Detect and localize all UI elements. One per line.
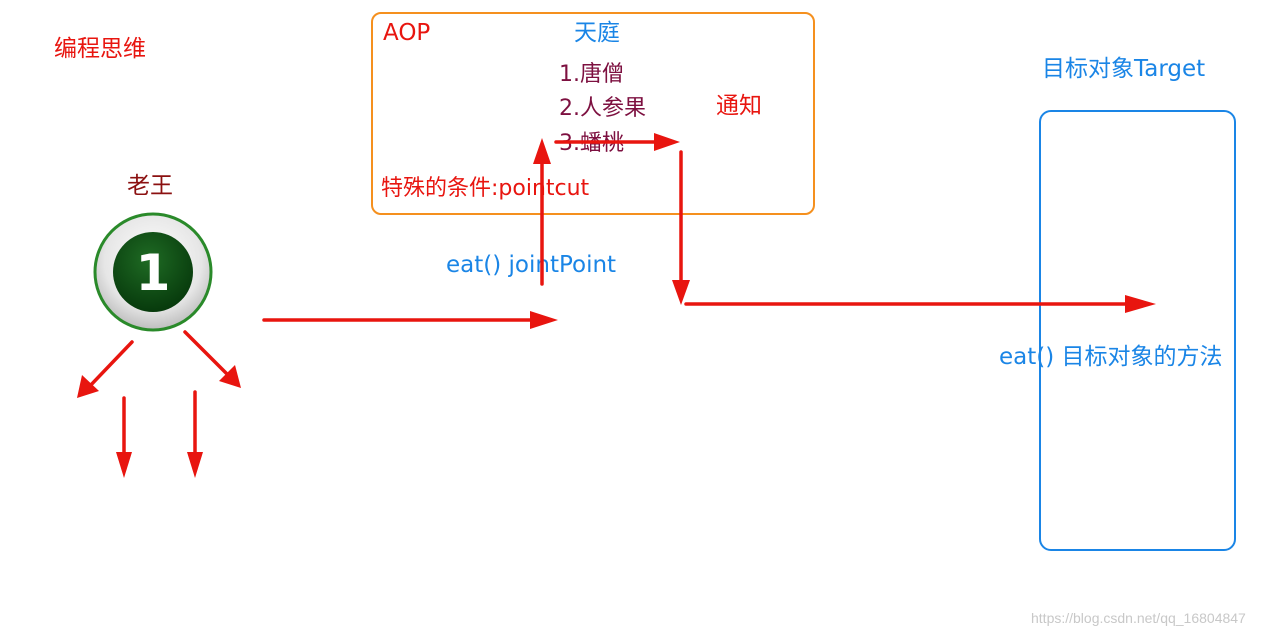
- arrow-to-advice: [554, 133, 680, 151]
- aop-item-2: 2.人参果: [559, 96, 646, 121]
- arrow-down-right: [183, 330, 241, 388]
- heaven-label: 天庭: [574, 20, 620, 46]
- actor-label: 老王: [127, 173, 173, 199]
- arrow-up-into-aop: [533, 138, 551, 286]
- target-label: 目标对象Target: [1042, 56, 1206, 82]
- watermark: https://blog.csdn.net/qq_16804847: [1031, 610, 1246, 626]
- aop-label: AOP: [383, 20, 431, 46]
- pointcut-label: 特殊的条件:pointcut: [381, 176, 590, 201]
- arrow-down-left: [77, 340, 134, 398]
- diagram-title: 编程思维: [54, 36, 146, 62]
- arrow-down-out-of-aop: [672, 150, 690, 305]
- target-method-label: eat() 目标对象的方法: [999, 344, 1223, 370]
- advice-label: 通知: [716, 93, 762, 119]
- arrow-to-joinpoint: [262, 311, 558, 329]
- target-box: [1039, 110, 1236, 551]
- arrow-down-1: [116, 396, 132, 478]
- actor-badge-icon: 1: [93, 212, 213, 332]
- actor-badge-number: 1: [136, 244, 171, 302]
- arrow-to-target: [684, 295, 1156, 313]
- join-point-label: eat() jointPoint: [446, 252, 617, 278]
- aop-box: [371, 12, 815, 215]
- arrow-down-2: [187, 390, 203, 478]
- aop-item-1: 1.唐僧: [559, 62, 624, 87]
